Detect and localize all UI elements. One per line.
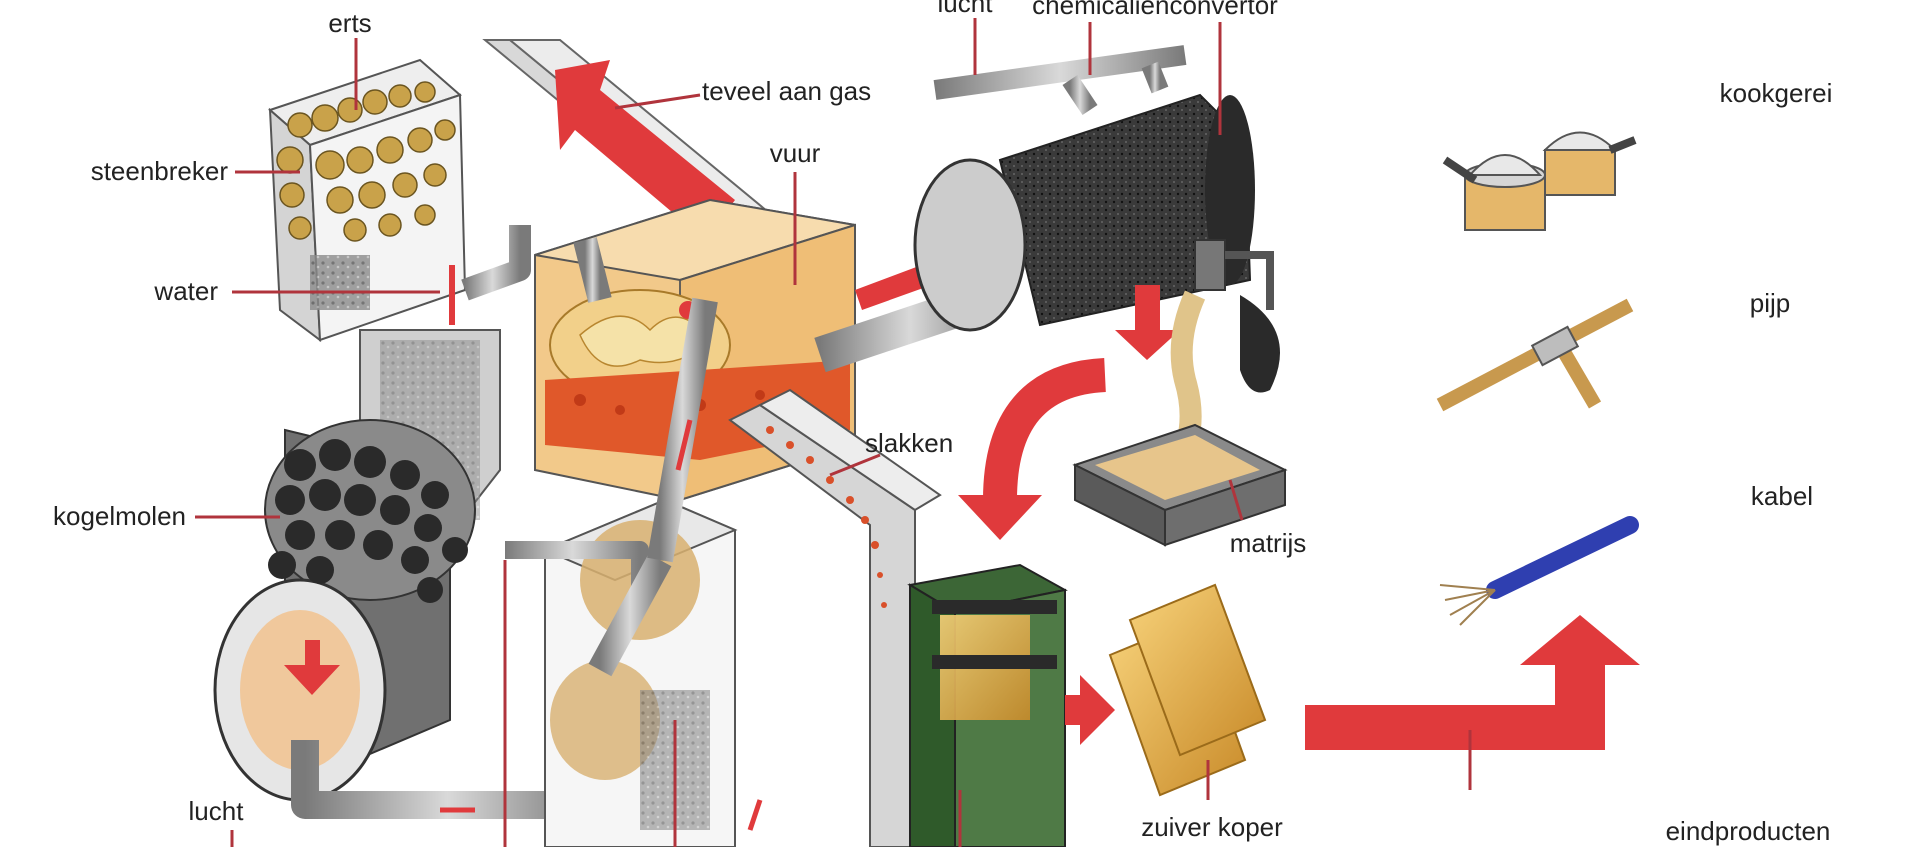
steenbreker-icon [268,58,467,343]
elektrolyse-icon [907,563,1068,847]
label-kogelmolen: kogelmolen [53,501,186,531]
label-lucht-top: lucht [938,0,994,18]
label-eindproducten: eindproducten [1666,816,1831,846]
matrijs-icon [1072,423,1288,547]
label-water: water [153,276,218,306]
teveel-aan-gas-arrow [555,60,735,240]
label-kookgerei: kookgerei [1720,78,1833,108]
kabel-icon [1439,516,1639,626]
kogelmolen-icon [213,419,476,802]
label-chemicalienconvertor: chemicaliënconvertor [1032,0,1278,20]
pijp-icon [1436,298,1634,412]
label-steenbreker: steenbreker [91,156,229,186]
koperplaten-icon [1108,583,1267,797]
label-pijp: pijp [1750,288,1790,318]
label-kabel: kabel [1751,481,1813,511]
label-erts: erts [328,8,371,38]
convertor-icon [913,45,1280,393]
label-slakken: slakken [865,428,953,458]
label-matrijs: matrijs [1230,528,1307,558]
kookgerei-icon [1442,131,1637,231]
label-lucht-bottom: lucht [189,796,245,826]
label-teveel-aan-gas: teveel aan gas [702,76,871,106]
label-vuur: vuur [770,138,821,168]
label-zuiver-koper: zuiver koper [1141,812,1283,842]
